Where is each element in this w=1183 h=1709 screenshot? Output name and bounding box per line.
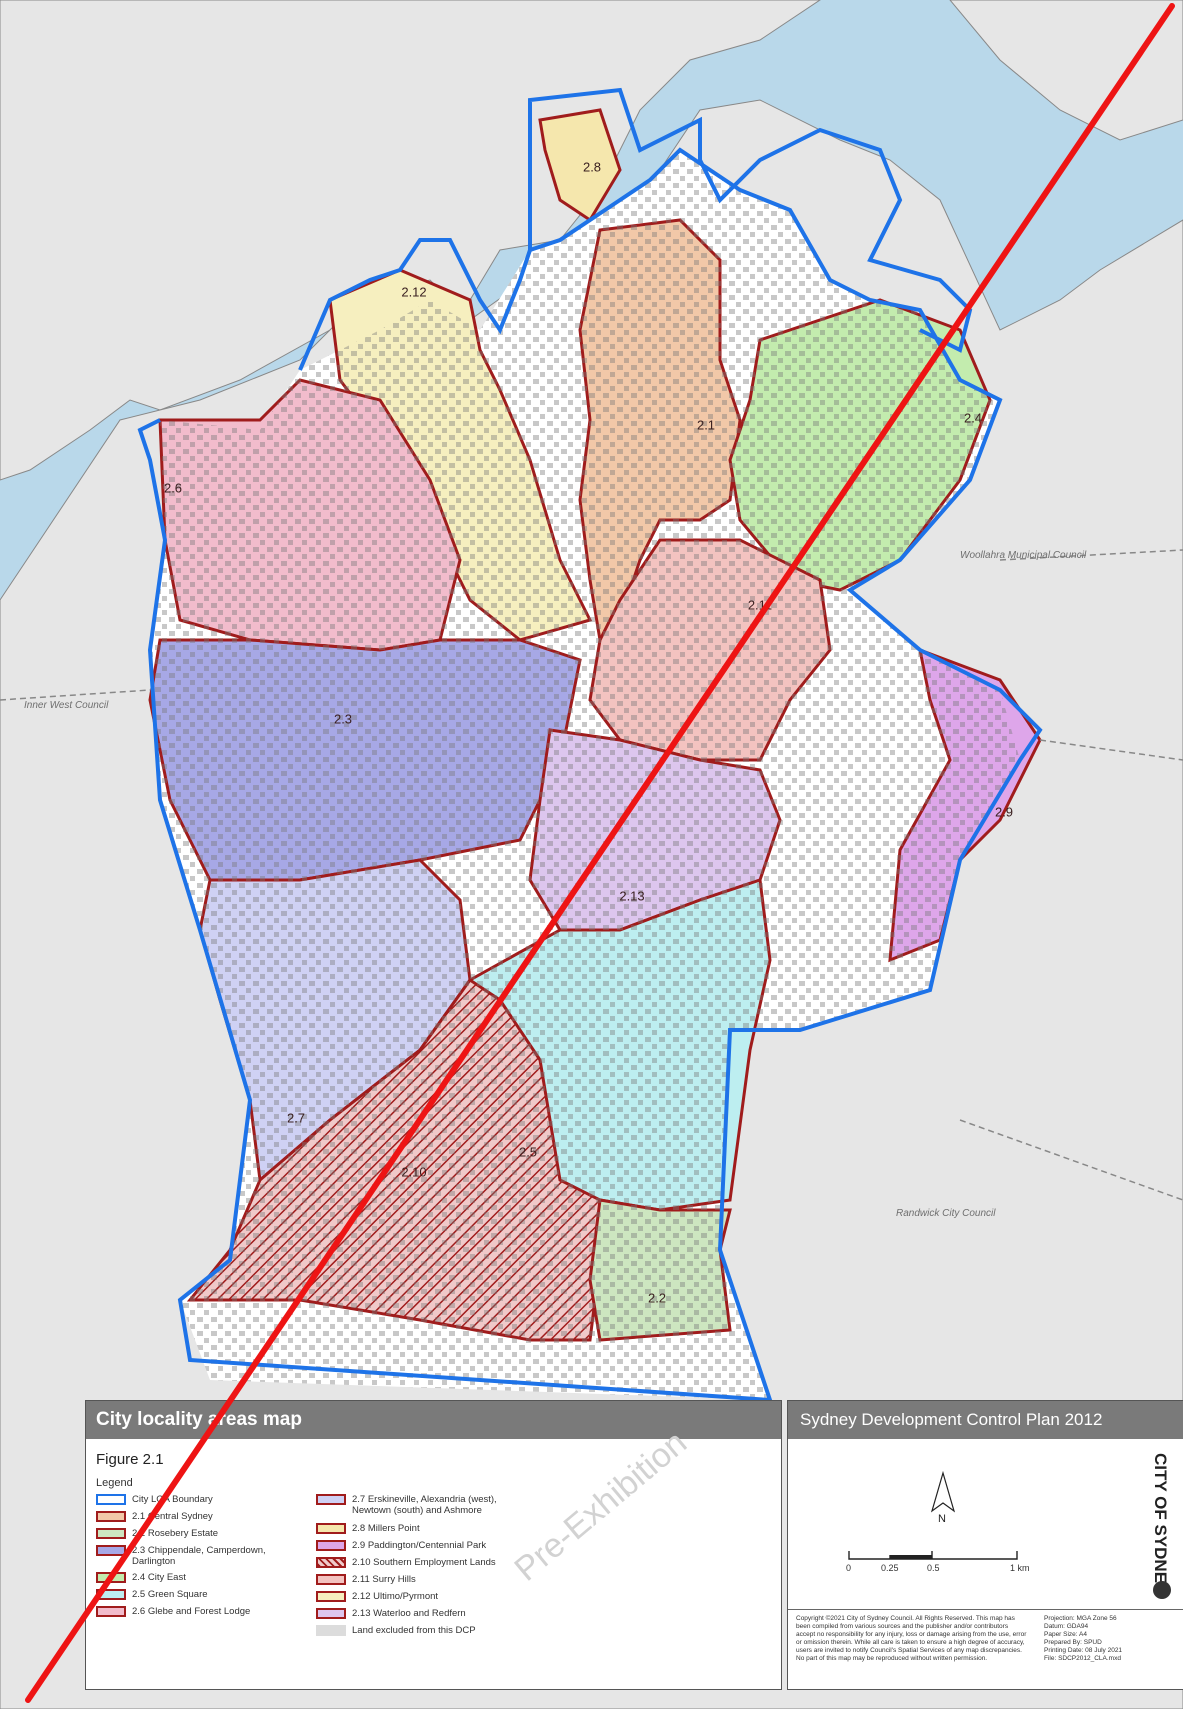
legend-label: 2.1 Central Sydney: [132, 1511, 213, 1522]
legend-swatch: [96, 1511, 126, 1522]
legend-swatch: [96, 1606, 126, 1617]
legend-label: 2.10 Southern Employment Lands: [352, 1557, 496, 1568]
city-of-sydney-logo: CITY OF SYDNEY: [1150, 1453, 1174, 1603]
projection-info: Projection: MGA Zone 56 Datum: GDA94 Pap…: [1044, 1615, 1123, 1662]
area-label: 2.13: [619, 888, 645, 904]
area-label: 2.8: [582, 159, 602, 175]
legend-label: 2.4 City East: [132, 1572, 186, 1583]
area-label: 2.12: [401, 284, 427, 300]
area-label: 2.3: [333, 711, 353, 727]
legend-swatch: [316, 1540, 346, 1551]
legend-swatch: [316, 1591, 346, 1602]
legend-label: 2.11 Surry Hills: [352, 1574, 416, 1585]
scale-label: 0.25: [881, 1563, 899, 1573]
area-label: 2.1: [696, 417, 716, 433]
brand-dot-icon: [1153, 1581, 1171, 1599]
legend-label: 2.3 Chippendale, Camperdown, Darlington: [132, 1545, 266, 1567]
divider: [788, 1609, 1183, 1610]
legend-swatch: [316, 1608, 346, 1619]
legend-label: 2.5 Green Square: [132, 1589, 208, 1600]
scale-label: 0.5: [927, 1563, 940, 1573]
area-label: 2.10: [401, 1164, 427, 1180]
legend-swatch: [96, 1545, 126, 1556]
area-label: 2.7: [286, 1110, 306, 1126]
legend-label: 2.6 Glebe and Forest Lodge: [132, 1606, 251, 1617]
legend-swatch: [316, 1523, 346, 1534]
legend-swatch: [316, 1494, 346, 1505]
area-label: 2.9: [994, 804, 1014, 820]
copyright-text: Copyright ©2021 City of Sydney Council. …: [796, 1615, 1027, 1662]
legend-swatch: [316, 1574, 346, 1585]
plan-header: Sydney Development Control Plan 2012: [788, 1401, 1183, 1439]
brand-text: CITY OF SYDNEY: [1151, 1453, 1170, 1595]
area-label: 2.5: [518, 1144, 538, 1160]
legend-label: City LGA Boundary: [132, 1494, 213, 1505]
legend-swatch: [96, 1528, 126, 1539]
area-label: 2.2: [647, 1290, 667, 1306]
council-name: Inner West Council: [24, 700, 109, 711]
legend-title: Legend: [96, 1477, 133, 1489]
legend-label: 2.12 Ultimo/Pyrmont: [352, 1591, 439, 1602]
legend-label: 2.8 Millers Point: [352, 1523, 420, 1534]
plan-info-panel: Sydney Development Control Plan 2012 CIT…: [787, 1400, 1183, 1690]
scale-label: 0: [846, 1563, 852, 1573]
area-label: 2.4: [963, 410, 983, 426]
figure-label: Figure 2.1: [96, 1451, 164, 1468]
legend-swatch: [96, 1572, 126, 1583]
scale-label: 1 km: [1010, 1563, 1030, 1573]
legend-swatch: [96, 1589, 126, 1600]
legend-swatch: [316, 1557, 346, 1568]
legend-swatch: [316, 1625, 346, 1636]
north-arrow-icon: [930, 1471, 956, 1513]
legend-label: 2.2 Rosebery Estate: [132, 1528, 219, 1539]
legend-label: Land excluded from this DCP: [352, 1625, 476, 1636]
legend-label: 2.9 Paddington/Centennial Park: [352, 1540, 487, 1551]
legend-label: 2.13 Waterloo and Redfern: [352, 1608, 466, 1619]
council-name: Randwick City Council: [896, 1208, 996, 1219]
area-label: 2.11: [747, 597, 773, 613]
north-label: N: [938, 1513, 946, 1525]
area-label: 2.6: [163, 480, 183, 496]
legend-swatch: [96, 1494, 126, 1505]
legend-label: 2.7 Erskineville, Alexandria (west), New…: [352, 1494, 497, 1516]
council-name: Woollahra Municipal Council: [960, 550, 1087, 561]
